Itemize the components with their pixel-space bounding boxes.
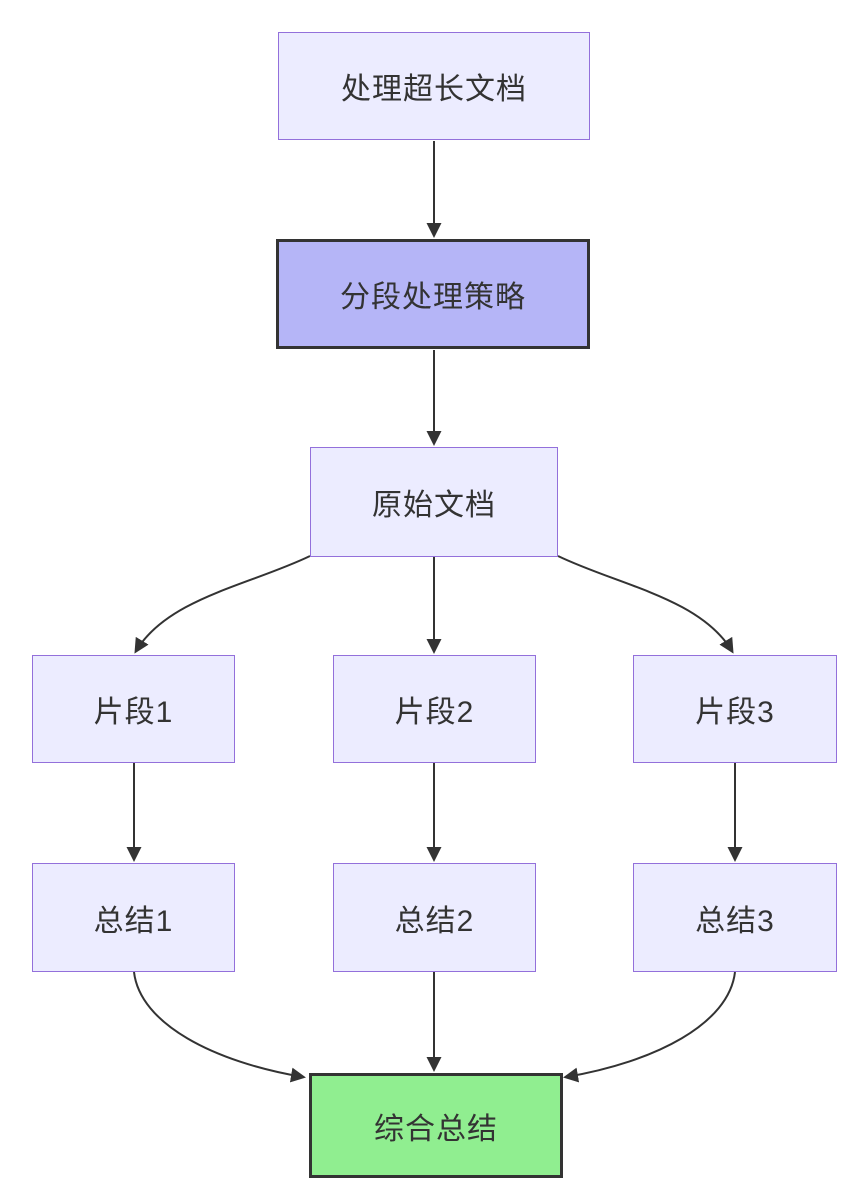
node-process-long-doc-label: 处理超长文档 xyxy=(341,73,527,106)
node-summary-2: 总结2 xyxy=(333,863,536,972)
node-fragment-1-label: 片段1 xyxy=(93,696,174,729)
node-summary-2-label: 总结2 xyxy=(394,904,475,938)
node-segmentation-strategy-label: 分段处理策略 xyxy=(340,281,526,314)
node-fragment-1: 片段1 xyxy=(32,655,235,763)
node-summary-1-label: 总结1 xyxy=(93,904,174,938)
node-original-doc: 原始文档 xyxy=(310,447,558,557)
edge-doc-to-chunk3 xyxy=(557,555,734,654)
node-final-summary-label: 综合总结 xyxy=(374,1112,498,1146)
node-fragment-3-label: 片段3 xyxy=(695,696,775,729)
node-fragment-3: 片段3 xyxy=(633,655,837,763)
edge-sum1-to-final xyxy=(133,971,306,1083)
node-summary-3-label: 总结3 xyxy=(695,904,775,938)
node-final-summary: 综合总结 xyxy=(309,1073,563,1178)
node-original-doc-label: 原始文档 xyxy=(372,489,496,522)
node-fragment-2-label: 片段2 xyxy=(394,696,475,729)
node-summary-3: 总结3 xyxy=(633,863,837,972)
node-summary-1: 总结1 xyxy=(32,863,235,972)
node-process-long-doc: 处理超长文档 xyxy=(278,32,590,140)
edge-doc-to-chunk1 xyxy=(134,555,311,654)
node-segmentation-strategy: 分段处理策略 xyxy=(276,239,590,349)
edge-sum3-to-final xyxy=(563,971,736,1083)
node-fragment-2: 片段2 xyxy=(333,655,536,763)
